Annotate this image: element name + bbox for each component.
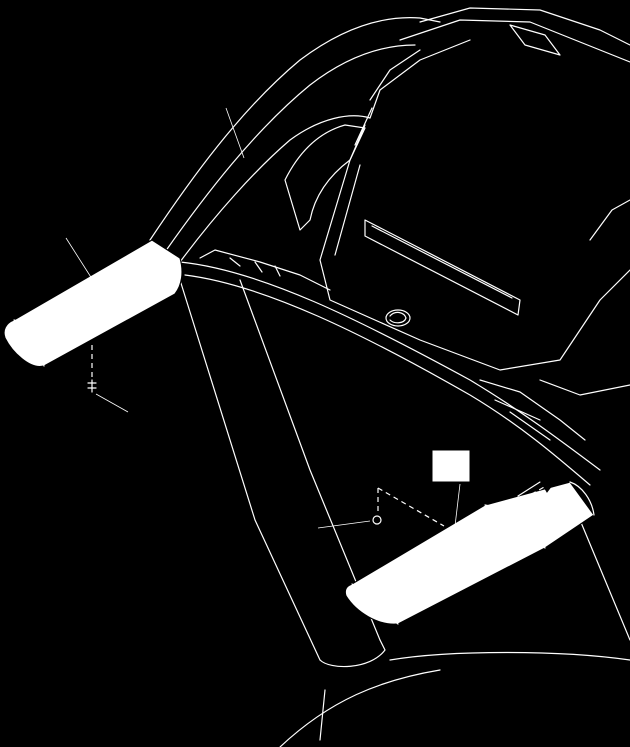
right-handgrip — [344, 481, 595, 625]
console-upright-frame — [149, 17, 601, 486]
callout-box — [431, 449, 471, 527]
console-display-panel — [319, 7, 630, 396]
left-screw — [87, 345, 129, 413]
left-handgrip — [3, 237, 183, 368]
right-screw — [317, 487, 445, 529]
slide-direction-arrow — [499, 479, 558, 513]
